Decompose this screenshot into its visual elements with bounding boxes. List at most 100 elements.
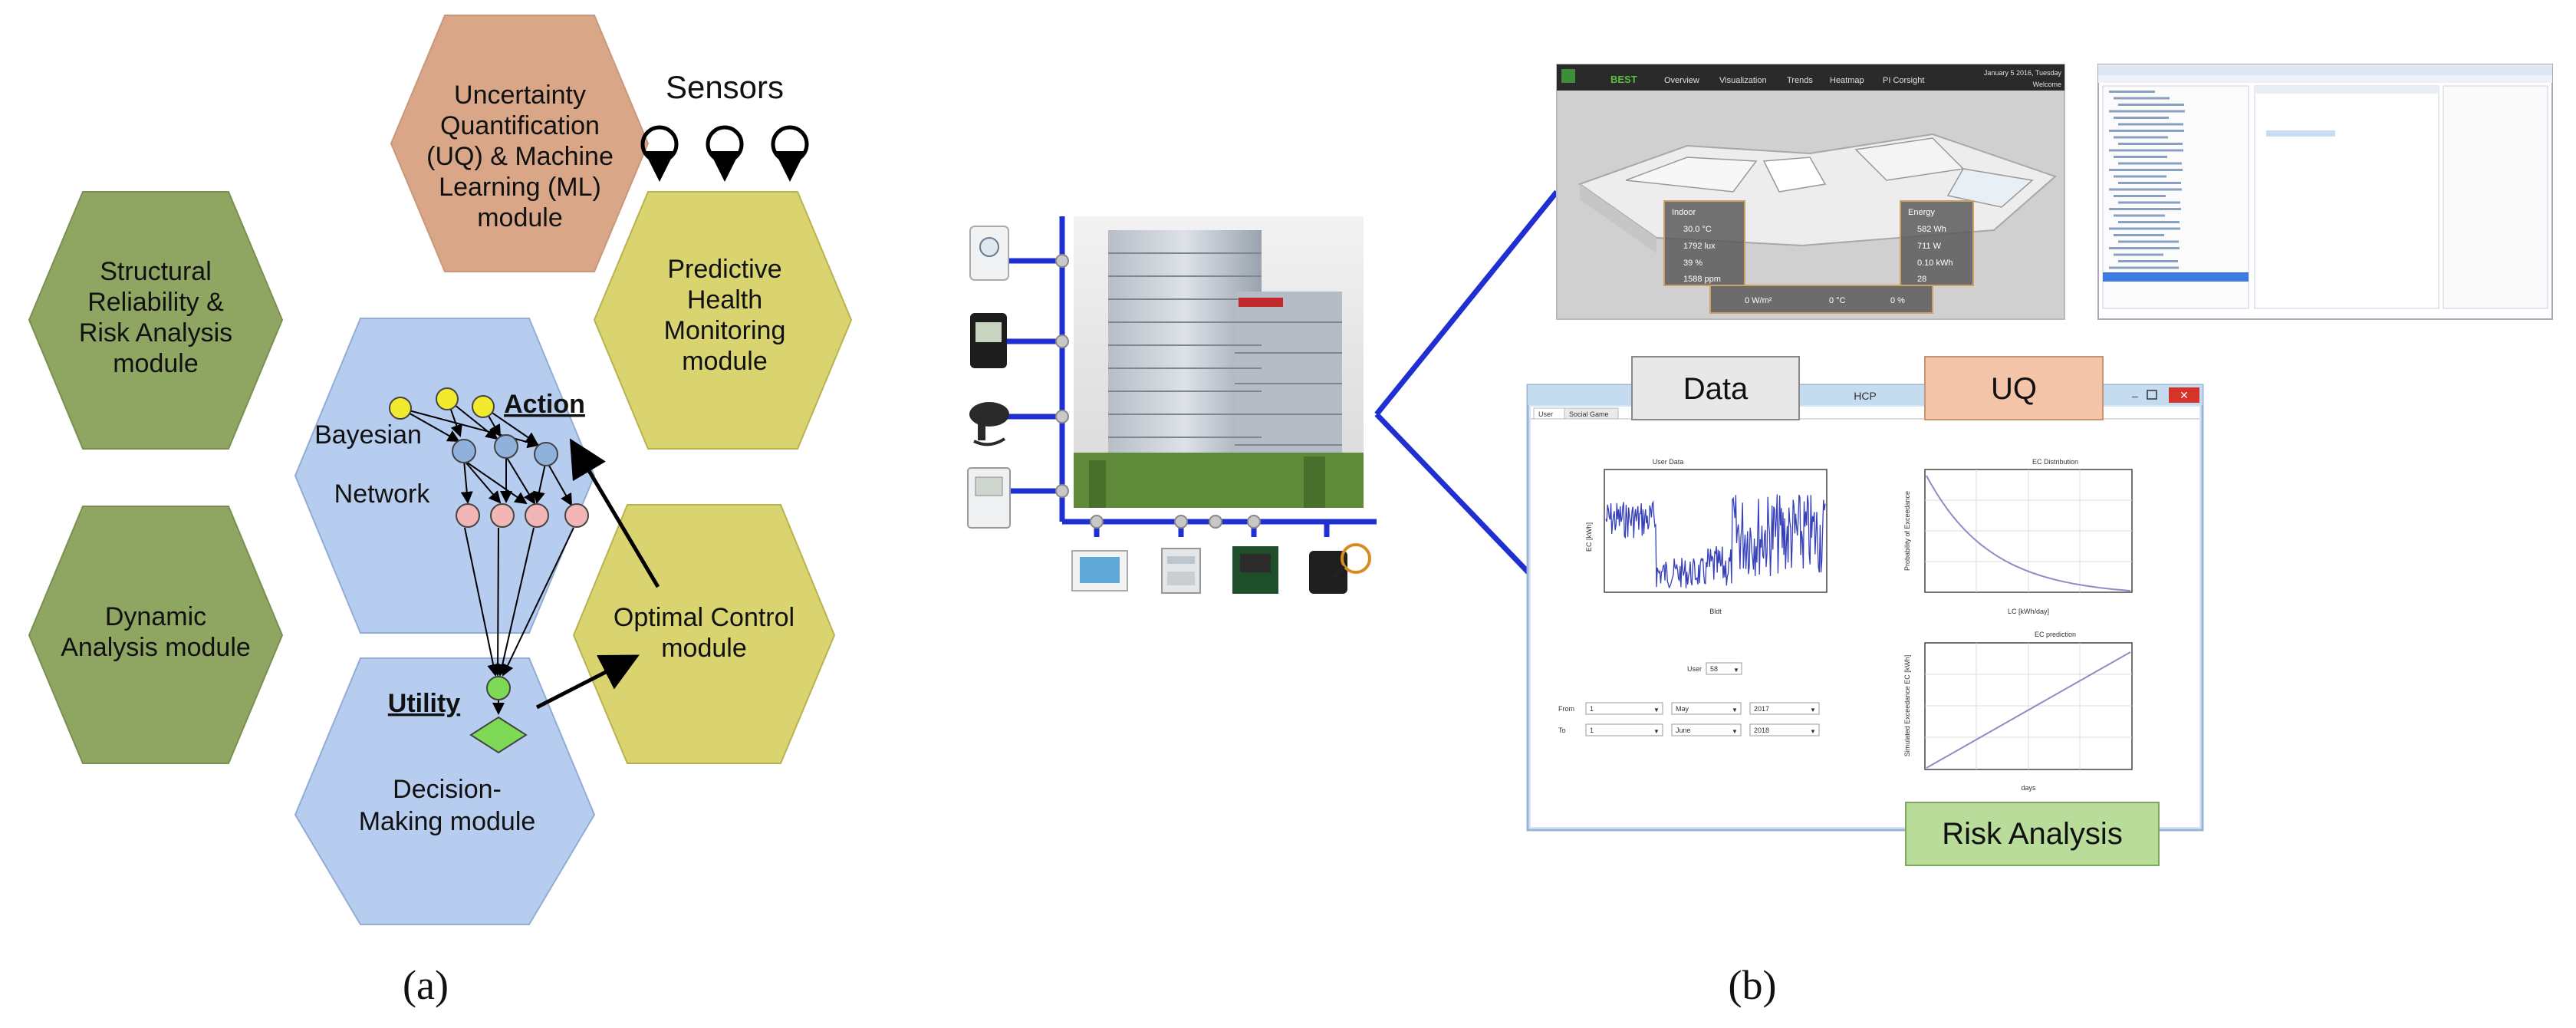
tree-row[interactable]	[2109, 130, 2184, 132]
tree-row[interactable]	[2114, 156, 2167, 158]
hex-uq-line: Learning (ML)	[439, 173, 601, 202]
hex-decision-line: Decision-	[393, 775, 502, 804]
tree-row[interactable]	[2118, 123, 2183, 126]
touch-panel-device-icon	[1071, 550, 1128, 591]
tree-row[interactable]	[2109, 227, 2180, 230]
sensor-icon	[706, 125, 744, 182]
chart1-ylabel: EC [kWh]	[1585, 522, 1593, 552]
tree-row[interactable]	[2118, 260, 2178, 262]
tree-row[interactable]	[2109, 91, 2155, 93]
hex-bayesian-line: Network	[334, 479, 431, 509]
data-label-box: Data	[1631, 356, 1800, 420]
close-button[interactable]	[2169, 387, 2199, 403]
dashboard-nav-overview[interactable]: Overview	[1664, 76, 1699, 85]
tree-row[interactable]	[2109, 188, 2182, 191]
dashboard-date: January 5 2016, Tuesday	[1984, 69, 2062, 77]
user-select-group: User 58 ▼	[1687, 662, 1742, 675]
app-tab-social-game[interactable]: Social Game	[1569, 410, 1609, 418]
tree-row[interactable]	[2118, 182, 2181, 184]
tree-row[interactable]	[2109, 110, 2185, 113]
to-year-select[interactable]	[1749, 723, 1820, 736]
energy-title: Energy	[1908, 208, 1935, 217]
hex-predictive-line: Monitoring	[664, 316, 786, 345]
hex-bayesian-shape	[294, 318, 596, 634]
minimize-icon[interactable]: –	[2132, 390, 2138, 402]
from-day-select[interactable]	[1585, 702, 1663, 715]
uq-label-box: UQ	[1924, 356, 2104, 420]
chevron-down-icon: ▼	[1653, 707, 1660, 713]
chart1-series-line	[1605, 494, 1826, 589]
sensor-icon	[640, 125, 679, 182]
dashboard-nav-heatmap[interactable]: Heatmap	[1830, 76, 1864, 85]
utility-node	[486, 676, 511, 700]
user-select-label: User	[1687, 665, 1702, 673]
maximize-icon[interactable]	[2147, 390, 2157, 400]
tree-row[interactable]	[2109, 149, 2183, 152]
tree-row[interactable]	[2109, 208, 2181, 210]
dashboard-nav-pi-corsight[interactable]: PI Corsight	[1883, 76, 1924, 85]
hex-optimal-shape	[572, 504, 836, 764]
from-year-select[interactable]	[1749, 702, 1820, 715]
from-month-select[interactable]	[1671, 702, 1742, 715]
indoor-value: 30.0 °C	[1683, 225, 1712, 234]
anemometer-device-icon	[1309, 543, 1371, 594]
dashboard-brand: BEST	[1610, 74, 1637, 85]
app-tab-user[interactable]: User	[1538, 410, 1553, 418]
tree-row[interactable]	[2114, 136, 2168, 139]
tree-row[interactable]	[2118, 201, 2180, 204]
dashboard-nav-trends[interactable]: Trends	[1787, 76, 1813, 85]
to-day-value: 1	[1590, 727, 1594, 734]
tree-row[interactable]	[2118, 162, 2182, 165]
tree-row[interactable]	[2114, 97, 2170, 100]
hex-dynamic-shape	[28, 506, 284, 764]
tree-row[interactable]	[2118, 221, 2180, 223]
tree-row[interactable]	[2118, 240, 2179, 243]
hex-uq-line: Uncertainty	[454, 81, 586, 110]
hex-bayesian-line: Bayesian	[314, 420, 422, 450]
tree-row[interactable]	[2114, 214, 2165, 217]
to-label: To	[1558, 727, 1566, 734]
chart1-xlabel: Bldt	[1709, 608, 1722, 615]
tree-row[interactable]	[2114, 253, 2163, 256]
building-photo	[1074, 216, 1364, 508]
risk-analysis-label-box: Risk Analysis	[1905, 802, 2160, 866]
hex-optimal-line: Optimal Control	[614, 603, 795, 632]
chart3-xlabel: days	[2021, 784, 2036, 792]
sensors-group: Sensors	[640, 69, 809, 182]
meter-device-icon	[1161, 548, 1201, 594]
data-label: Data	[1683, 372, 1749, 406]
hex-predictive-line: Predictive	[667, 255, 781, 284]
hex-uq-shape	[390, 15, 650, 272]
tree-row[interactable]	[2118, 104, 2184, 106]
to-day-select[interactable]	[1585, 723, 1663, 736]
from-year-value: 2017	[1754, 705, 1769, 713]
sensor-icon	[771, 125, 809, 182]
tree-row[interactable]	[2109, 247, 2180, 249]
hex-structural-shape	[28, 191, 284, 450]
hex-structural-line: module	[113, 349, 199, 378]
close-icon[interactable]: ✕	[2180, 389, 2189, 401]
chevron-down-icon: ▼	[1732, 707, 1738, 713]
hex-decision-line: Making module	[359, 807, 536, 836]
tree-row[interactable]	[2109, 266, 2179, 269]
tree-row[interactable]	[2109, 169, 2183, 171]
tree-row[interactable]	[2118, 143, 2183, 145]
indoor-value: 39 %	[1683, 259, 1703, 268]
tree-row[interactable]	[2114, 175, 2166, 178]
hex-uq-line: module	[477, 203, 563, 232]
window-controls[interactable]: – ✕	[2132, 387, 2199, 403]
app-window-title: HCP	[1854, 390, 1877, 402]
energy-value: 0.10 kWh	[1917, 259, 1953, 268]
tree-row[interactable]	[2114, 117, 2169, 119]
tree-row[interactable]	[2114, 195, 2166, 197]
weather-bar: 0 W/m² 0 °C 0 %	[1709, 285, 1933, 314]
to-month-select[interactable]	[1671, 723, 1742, 736]
user-select[interactable]	[1706, 662, 1742, 675]
indoor-value: 1588 ppm	[1683, 275, 1721, 284]
chart-ec-distribution: EC Distribution LC [kWh/day] Probability…	[1903, 458, 2133, 615]
tree-row[interactable]	[2114, 234, 2164, 236]
dashboard-welcome: Welcome	[2033, 81, 2061, 88]
hidden-node	[534, 442, 558, 466]
dashboard-nav-visualization[interactable]: Visualization	[1719, 76, 1767, 85]
